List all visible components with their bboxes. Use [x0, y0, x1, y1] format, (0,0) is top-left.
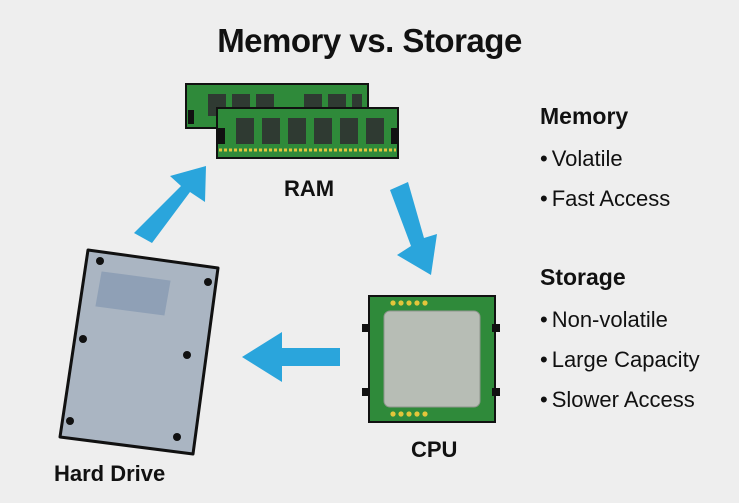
ram-stick-front	[216, 107, 399, 159]
memory-heading: Memory	[540, 103, 629, 129]
storage-heading: Storage	[540, 264, 626, 290]
storage-bullet: •Large Capacity	[540, 347, 700, 372]
hard-drive-icon	[58, 248, 220, 456]
cpu-icon	[362, 295, 500, 423]
arrow-drive-to-ram	[134, 166, 206, 243]
storage-bullet-text: Large Capacity	[551, 347, 700, 372]
memory-bullet: •Volatile	[540, 146, 623, 171]
memory-bullet: •Fast Access	[540, 186, 671, 211]
storage-bullet-text: Slower Access	[551, 387, 695, 412]
storage-bullet-text: Non-volatile	[551, 307, 668, 332]
cpu-label: CPU	[411, 437, 458, 462]
arrow-cpu-to-drive	[242, 332, 340, 382]
arrow-ram-to-cpu	[390, 182, 437, 275]
memory-bullet-text: Fast Access	[551, 186, 671, 211]
storage-bullet: •Slower Access	[540, 387, 695, 412]
memory-bullet-text: Volatile	[551, 146, 623, 171]
hard-drive-label: Hard Drive	[54, 461, 166, 486]
storage-bullet: •Non-volatile	[540, 307, 668, 332]
page-title: Memory vs. Storage	[217, 22, 522, 59]
ram-label: RAM	[284, 176, 335, 201]
